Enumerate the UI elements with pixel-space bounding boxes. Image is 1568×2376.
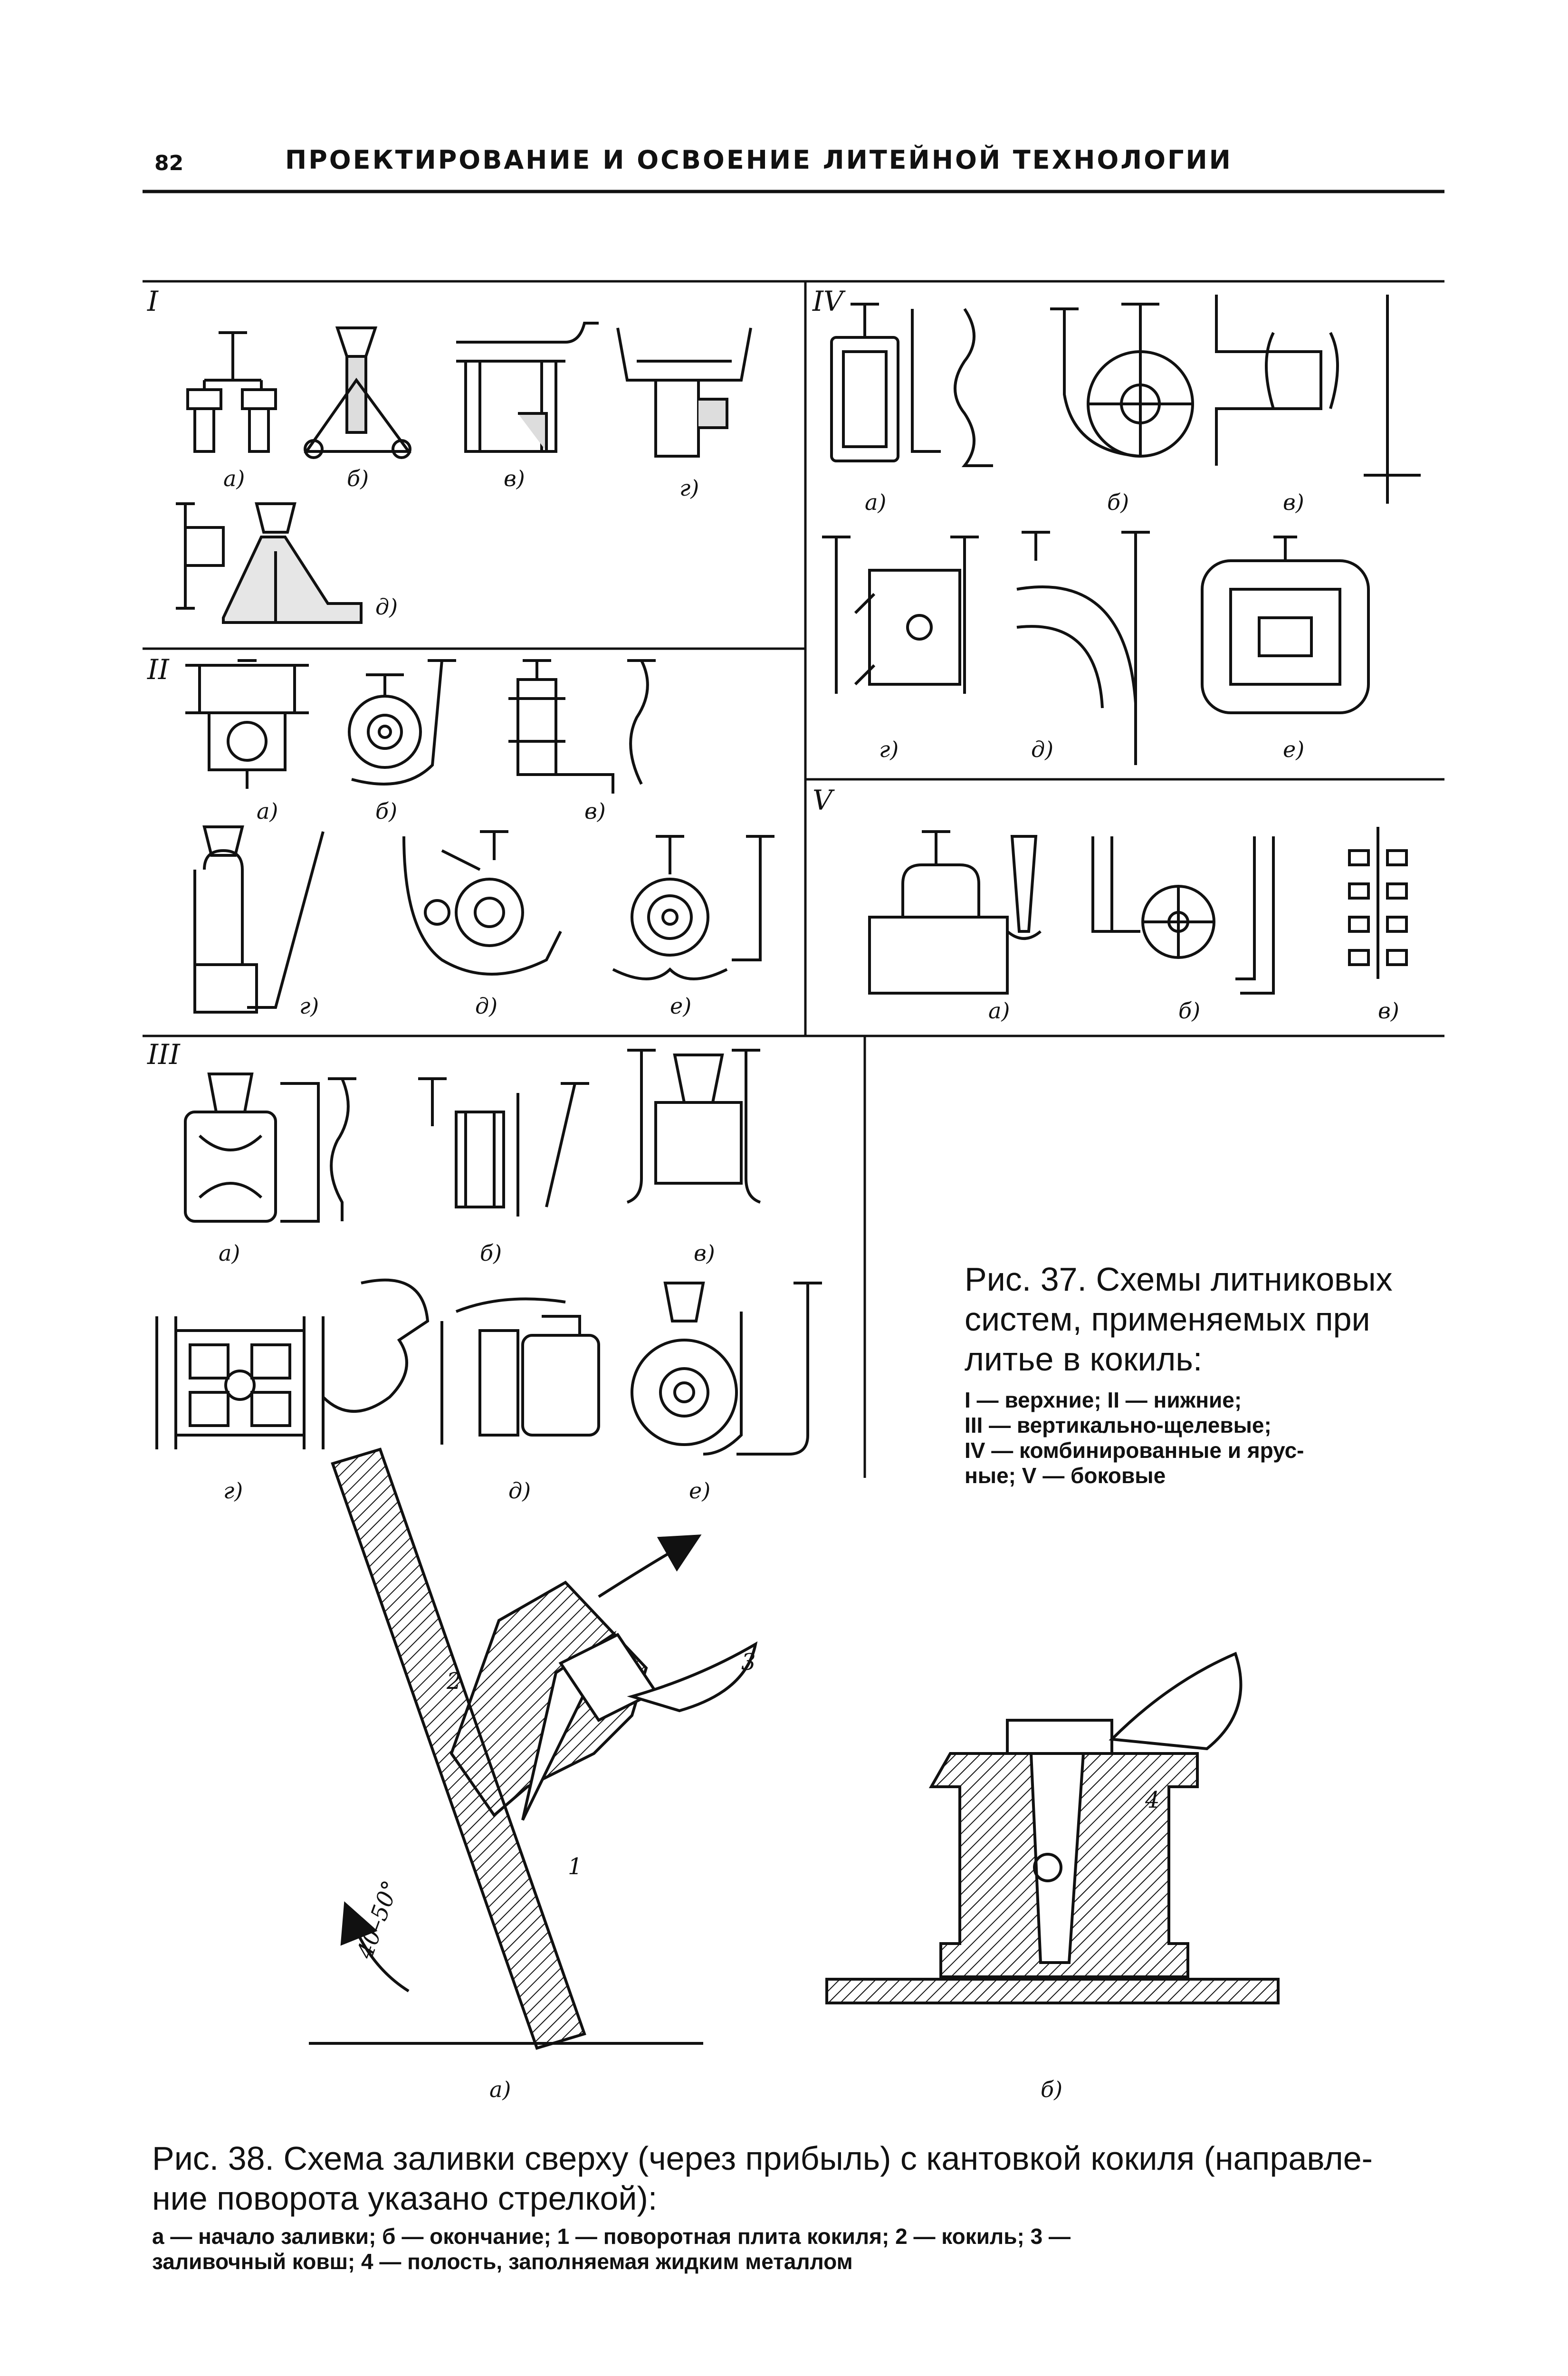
label-III-a: а) bbox=[219, 1240, 240, 1266]
drawing-II-d bbox=[402, 830, 562, 976]
label-II-e: е) bbox=[670, 993, 692, 1019]
drawing-III-b bbox=[418, 1077, 589, 1217]
drawing-V-a bbox=[868, 830, 1042, 995]
drawing-I-b bbox=[304, 326, 411, 459]
callout-2: 2 bbox=[447, 1668, 461, 1695]
label-III-d: д) bbox=[508, 1478, 531, 1504]
label-IV-e: е) bbox=[1283, 737, 1305, 762]
section-label-II: II bbox=[147, 653, 169, 686]
drawing-IV-g bbox=[822, 536, 979, 694]
figure37-caption-title-3: литье в кокиль: bbox=[965, 1341, 1203, 1378]
drawing-II-a bbox=[185, 659, 309, 789]
drawing-IV-e bbox=[1201, 536, 1370, 714]
label-38-b: б) bbox=[1041, 2077, 1063, 2102]
figure38-caption: Рис. 38. Схема заливки сверху (через при… bbox=[152, 2138, 1444, 2274]
label-III-g: г) bbox=[223, 1478, 243, 1504]
drawing-38-b bbox=[825, 1651, 1280, 2004]
figure37-caption-title-1: Рис. 37. Схемы литниковых bbox=[965, 1261, 1393, 1298]
figure37-caption: Рис. 37. Схемы литниковых систем, примен… bbox=[965, 1259, 1430, 1488]
label-38-a: а) bbox=[489, 2077, 511, 2102]
label-IV-b: б) bbox=[1107, 489, 1129, 515]
section-label-III: III bbox=[147, 1038, 180, 1071]
label-II-a: а) bbox=[257, 798, 278, 824]
drawing-I-a bbox=[186, 331, 277, 453]
label-V-b: б) bbox=[1178, 998, 1201, 1024]
figure37-caption-legend-4: ные; V — боковые bbox=[965, 1463, 1166, 1488]
label-IV-g: г) bbox=[879, 737, 899, 762]
drawing-IV-b bbox=[1050, 303, 1194, 458]
callout-1: 1 bbox=[568, 1853, 583, 1880]
label-II-b: б) bbox=[375, 798, 398, 824]
label-III-e: е) bbox=[689, 1478, 711, 1504]
drawing-III-e bbox=[631, 1282, 822, 1456]
drawing-II-v bbox=[508, 659, 656, 794]
label-II-d: д) bbox=[475, 993, 498, 1019]
label-I-g: г) bbox=[679, 475, 699, 501]
running-title: ПРОЕКТИРОВАНИЕ И ОСВОЕНИЕ ЛИТЕЙНОЙ ТЕХНО… bbox=[285, 145, 1233, 175]
figure38-caption-legend-1: а — начало заливки; б — окончание; 1 — п… bbox=[152, 2224, 1071, 2249]
label-I-d: д) bbox=[375, 594, 398, 620]
drawing-III-v bbox=[626, 1049, 761, 1204]
label-III-v: в) bbox=[694, 1240, 715, 1266]
figure37-caption-title-2: систем, применяемых при bbox=[965, 1301, 1370, 1338]
label-III-b: б) bbox=[480, 1240, 502, 1266]
label-V-a: а) bbox=[988, 998, 1010, 1024]
drawing-III-g bbox=[155, 1278, 430, 1449]
drawing-II-b bbox=[348, 659, 456, 786]
label-I-b: б) bbox=[347, 466, 369, 491]
figure38-caption-title-2: ние поворота указано стрелкой): bbox=[152, 2180, 658, 2217]
drawing-II-e bbox=[612, 835, 774, 980]
drawing-IV-a bbox=[830, 303, 993, 467]
figure38-caption-title-1: Рис. 38. Схема заливки сверху (через при… bbox=[152, 2140, 1373, 2177]
label-II-g: г) bbox=[299, 993, 319, 1019]
label-I-v: в) bbox=[504, 466, 525, 491]
figure37-caption-legend-3: IV — комбинированные и ярус- bbox=[965, 1437, 1304, 1463]
page-number: 82 bbox=[154, 151, 184, 175]
drawing-I-v bbox=[456, 322, 599, 453]
section-label-IV: IV bbox=[813, 285, 843, 317]
callout-4: 4 bbox=[1145, 1787, 1160, 1813]
figure38-caption-legend-2: заливочный ковш; 4 — полость, заполняема… bbox=[152, 2249, 853, 2274]
section-label-I: I bbox=[147, 285, 158, 317]
drawing-V-v bbox=[1348, 827, 1408, 979]
drawing-V-b bbox=[1091, 836, 1275, 995]
callout-3: 3 bbox=[741, 1649, 756, 1676]
figure37-caption-legend-2: III — вертикально-щелевые; bbox=[965, 1412, 1272, 1437]
drawing-I-g bbox=[616, 327, 752, 458]
drawing-I-d bbox=[176, 502, 363, 624]
figure37-caption-legend-1: I — верхние; II — нижние; bbox=[965, 1388, 1242, 1412]
drawing-II-g bbox=[193, 825, 325, 1014]
angle-label: 40–50° bbox=[352, 1877, 404, 1963]
drawing-IV-v bbox=[1215, 295, 1421, 504]
label-IV-d: д) bbox=[1031, 737, 1054, 762]
drawing-III-a bbox=[184, 1073, 356, 1223]
label-IV-v: в) bbox=[1283, 489, 1304, 515]
label-II-v: в) bbox=[584, 798, 606, 824]
section-label-V: V bbox=[813, 784, 832, 816]
drawing-III-d bbox=[440, 1297, 600, 1445]
label-I-a: а) bbox=[223, 466, 245, 491]
label-V-v: в) bbox=[1378, 998, 1399, 1024]
drawing-IV-d bbox=[1016, 531, 1150, 765]
label-IV-a: а) bbox=[865, 489, 887, 515]
